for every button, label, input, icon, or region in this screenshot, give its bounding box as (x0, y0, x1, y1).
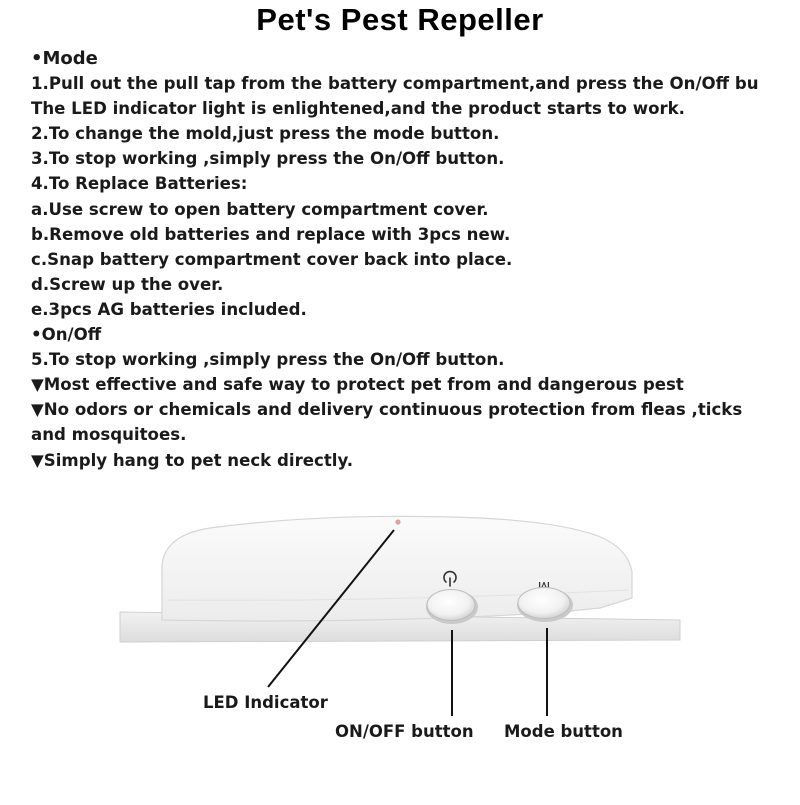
feature-line: ▼Most effective and safe way to protect … (31, 375, 684, 395)
led-indicator-label: LED Indicator (203, 693, 328, 712)
instruction-line: e.3pcs AG batteries included. (31, 299, 307, 319)
instruction-line: d.Screw up the over. (31, 274, 224, 294)
device-illustration: M (119, 515, 681, 716)
feature-line: ▼Simply hang to pet neck directly. (31, 450, 354, 470)
section-heading-mode: •Mode (31, 48, 98, 69)
instruction-line: 2.To change the mold,just press the mode… (31, 124, 500, 144)
instruction-line: a.Use screw to open battery compartment … (31, 199, 489, 219)
instruction-line: 4.To Replace Batteries: (31, 174, 248, 194)
mode-button-label: Mode button (504, 722, 623, 741)
feature-line: and mosquitoes. (31, 425, 187, 445)
instruction-line: 1.Pull out the pull tap from the battery… (31, 74, 759, 94)
instruction-line: c.Snap battery compartment cover back in… (31, 249, 513, 269)
device-diagram: M LED Indicator ON/OFF button Mode butto… (0, 500, 800, 800)
led-leader-line (267, 529, 395, 688)
mode-button (517, 587, 573, 622)
instruction-line: 5.To stop working ,simply press the On/O… (31, 350, 505, 370)
page-title: Pet's Pest Repeller (256, 2, 544, 37)
instruction-line: 3.To stop working ,simply press the On/O… (31, 149, 505, 169)
power-icon (443, 570, 457, 587)
led-indicator-dot (395, 519, 401, 525)
instruction-line: The LED indicator light is enlightened,a… (31, 99, 685, 119)
section-heading-onoff: •On/Off (31, 325, 102, 345)
instructions: •Mode 1.Pull out the pull tap from the b… (31, 46, 800, 473)
feature-line: ▼No odors or chemicals and delivery cont… (31, 400, 743, 420)
onoff-button-label: ON/OFF button (335, 722, 474, 741)
instruction-line: b.Remove old batteries and replace with … (31, 224, 511, 244)
onoff-button (426, 589, 478, 624)
